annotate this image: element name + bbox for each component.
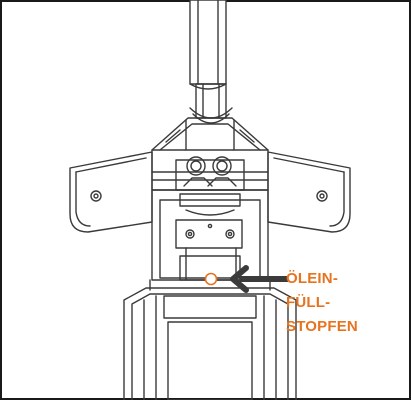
handle-socket [189, 83, 233, 124]
callout-line-1: ÖLEIN- [286, 270, 339, 287]
orange-circle-marker-icon [204, 272, 218, 286]
left-arrow-icon [230, 265, 288, 293]
callout-line-2: FÜLL- [286, 294, 331, 311]
handle-tube [189, 0, 227, 90]
left-side-plate [69, 151, 153, 233]
handle-yoke [151, 117, 269, 151]
right-side-plate [267, 151, 351, 233]
callout-line-3: STOPFEN [286, 318, 358, 335]
pump-rollers [175, 156, 245, 216]
lower-chassis [123, 279, 297, 400]
